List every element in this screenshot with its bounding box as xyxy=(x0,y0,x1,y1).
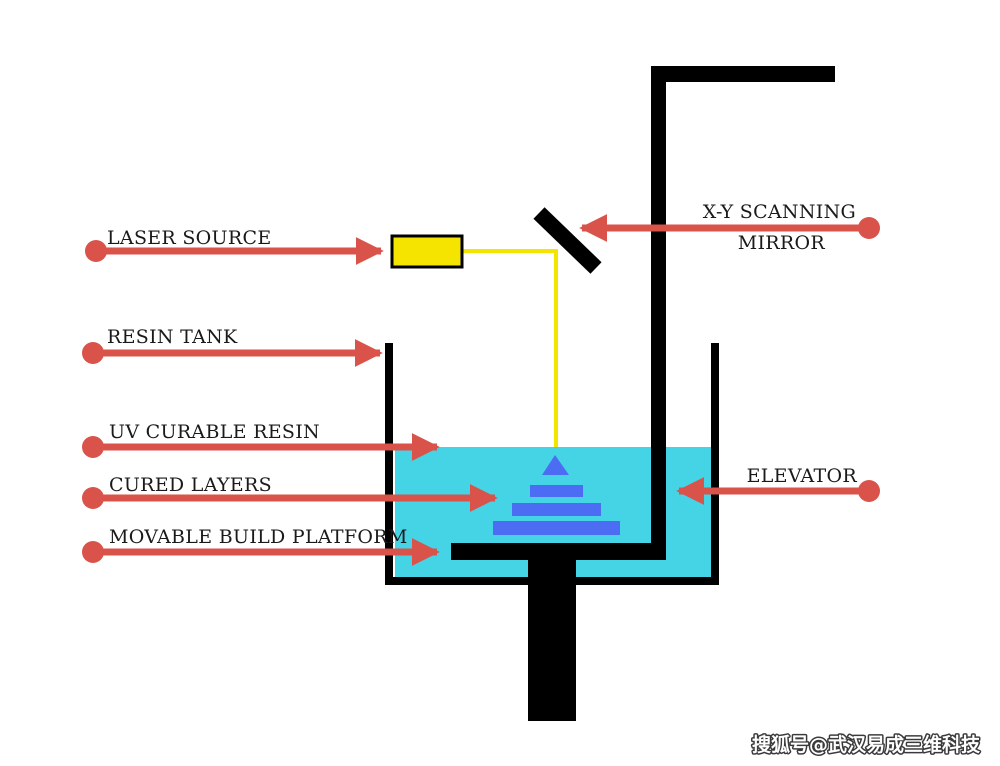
arrow-cured-layers xyxy=(82,484,498,512)
xy-scanning-mirror xyxy=(533,207,602,274)
label-elevator: ELEVATOR xyxy=(747,465,858,487)
laser-beam xyxy=(462,249,558,447)
label-resin-tank: RESIN TANK xyxy=(107,326,238,348)
elevator-top-arm xyxy=(651,66,835,82)
cured-layer-1 xyxy=(530,485,583,497)
label-cured-layers: CURED LAYERS xyxy=(109,474,272,496)
support-pedestal xyxy=(528,560,576,721)
arrow-movable-build-platform xyxy=(82,538,440,566)
arrow-uv-curable-resin xyxy=(82,433,440,461)
arrow-resin-tank xyxy=(82,339,383,367)
watermark-text: 搜狐号@武汉易成三维科技 xyxy=(752,733,981,756)
label-movable-build-platform: MOVABLE BUILD PLATFORM xyxy=(109,526,408,548)
arrow-elevator xyxy=(676,477,880,505)
cured-layer-3 xyxy=(493,521,620,535)
arrow-xy-scanning-mirror xyxy=(579,214,880,242)
cured-layer-2 xyxy=(512,503,601,516)
elevator-column xyxy=(651,66,666,560)
label-uv-curable-resin: UV CURABLE RESIN xyxy=(109,421,320,443)
arrow-laser-source xyxy=(85,237,384,265)
label-xy-scanning-line1: X-Y SCANNING xyxy=(703,201,856,223)
cured-layer-tip xyxy=(542,455,569,475)
label-laser-source: LASER SOURCE xyxy=(107,227,272,249)
label-xy-scanning-line2: MIRROR xyxy=(738,232,826,254)
movable-build-platform xyxy=(451,543,666,560)
laser-source xyxy=(390,234,464,269)
